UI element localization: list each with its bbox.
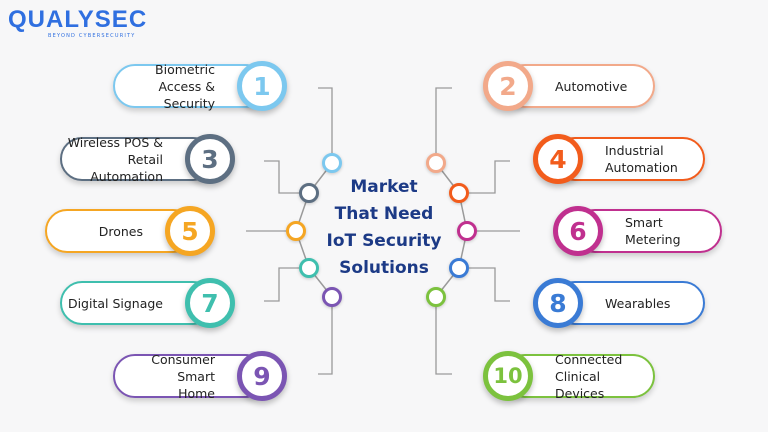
- qualysec-logo: QUALYSEC BEYOND CYBERSECURITY: [8, 6, 148, 40]
- item-number-badge: 2: [483, 61, 533, 111]
- node-dot: [322, 287, 342, 307]
- center-title-line: IoT Security: [326, 231, 442, 251]
- item-number-badge: 7: [185, 278, 235, 328]
- item-label-line: Automotive: [555, 78, 628, 94]
- item-label: Wearables: [605, 295, 670, 312]
- item-number-badge: 6: [553, 206, 603, 256]
- item-label-line: Industrial: [605, 143, 664, 158]
- item-label-line: Connected: [555, 351, 623, 367]
- center-title-line: Market: [350, 177, 418, 197]
- item-label: Drones: [99, 223, 143, 240]
- item-label-line: Biometric: [155, 61, 215, 77]
- connector-line: [469, 267, 510, 302]
- item-label-line: Retail Automation: [90, 151, 163, 184]
- item-label: Wireless POS &Retail Automation: [62, 134, 163, 185]
- item-label: Smart Metering: [625, 214, 720, 248]
- item-number-badge: 8: [533, 278, 583, 328]
- item-label-line: Drones: [98, 223, 143, 239]
- center-title: Market That Need IoT Security Solutions: [304, 174, 464, 282]
- node-dot: [299, 258, 319, 278]
- connector-line: [318, 87, 333, 153]
- item-label: Automotive: [555, 78, 627, 95]
- connector-line: [435, 307, 452, 375]
- connector-line: [469, 160, 510, 194]
- connector-line: [318, 307, 333, 375]
- connector-line: [264, 267, 299, 302]
- node-dot: [299, 183, 319, 203]
- node-dot: [426, 153, 446, 173]
- logo-wordmark: QUALYSEC: [8, 6, 148, 33]
- connector-line: [264, 160, 299, 194]
- item-number-badge: 5: [165, 206, 215, 256]
- item-label-line: Consumer Smart: [151, 351, 215, 384]
- item-label: Digital Signage: [68, 295, 163, 312]
- node-dot: [457, 221, 477, 241]
- connector-line: [435, 87, 452, 153]
- item-label-line: Digital Signage: [67, 295, 163, 311]
- item-label-line: Wireless POS &: [67, 134, 163, 150]
- item-label-line: Smart Metering: [625, 215, 681, 247]
- item-label-line: Access & Security: [158, 78, 215, 111]
- item-number-badge: 4: [533, 134, 583, 184]
- item-number-badge: 10: [483, 351, 533, 401]
- item-number-badge: 1: [237, 61, 287, 111]
- item-label-line: Clinical Devices: [555, 368, 605, 401]
- node-dot: [449, 258, 469, 278]
- logo-tagline: BEYOND CYBERSECURITY: [48, 33, 136, 39]
- node-dot: [449, 183, 469, 203]
- item-label-line: Home: [178, 385, 215, 401]
- node-dot: [322, 153, 342, 173]
- item-label-line: Wearables: [605, 295, 671, 311]
- center-title-line: Solutions: [339, 258, 429, 278]
- item-label-line: Automation: [605, 160, 678, 175]
- item-number-badge: 9: [237, 351, 287, 401]
- node-dot: [286, 221, 306, 241]
- center-title-line: That Need: [334, 204, 434, 224]
- item-number-badge: 3: [185, 134, 235, 184]
- node-dot: [426, 287, 446, 307]
